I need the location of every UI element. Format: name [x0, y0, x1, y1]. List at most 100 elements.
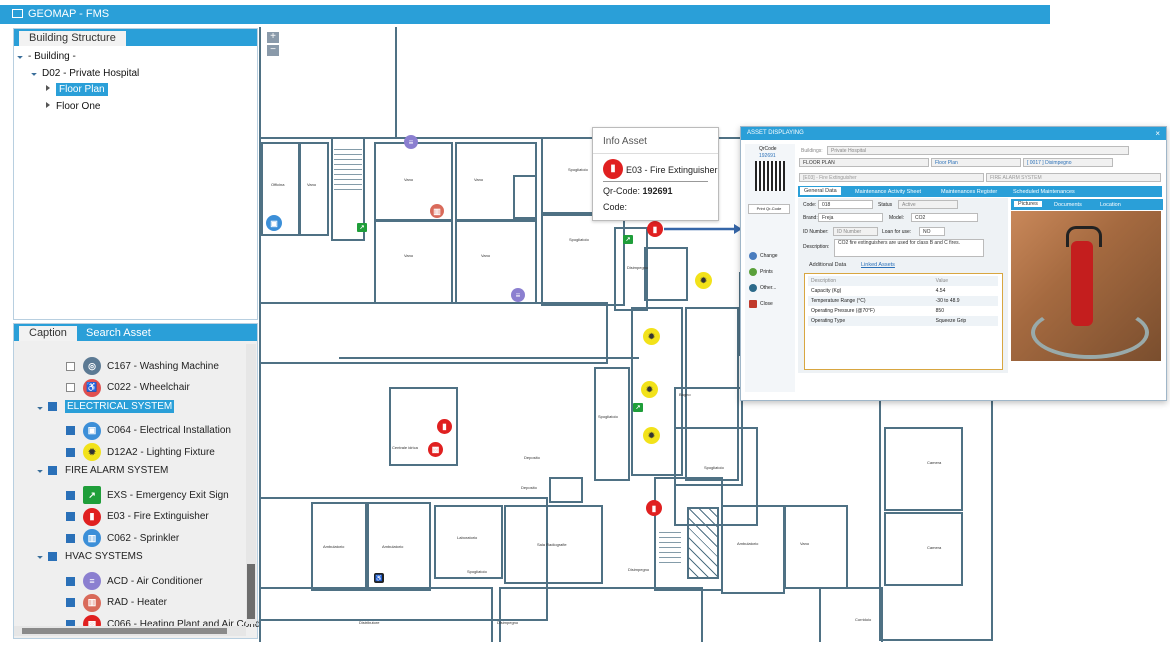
- group-checkbox[interactable]: [48, 402, 57, 411]
- caption-group[interactable]: HVAC SYSTEMS: [37, 551, 143, 562]
- item-checkbox[interactable]: [66, 598, 75, 607]
- caption-group[interactable]: FIRE ALARM SYSTEM: [37, 465, 168, 476]
- tab-location[interactable]: Location: [1100, 202, 1121, 208]
- zoom-in-button[interactable]: +: [267, 32, 279, 43]
- asset-photo[interactable]: [1011, 211, 1161, 361]
- tab-building-structure[interactable]: Building Structure: [19, 31, 126, 46]
- item-checkbox[interactable]: [66, 533, 75, 543]
- caption-item[interactable]: ✹D12A2 - Lighting Fixture: [66, 443, 215, 461]
- caption-item[interactable]: ◎C167 - Washing Machine: [66, 357, 219, 375]
- item-checkbox[interactable]: [66, 576, 75, 586]
- exit-sign-marker[interactable]: ↗: [623, 235, 633, 244]
- change-icon: [749, 252, 757, 260]
- tab-general-data[interactable]: General Data: [800, 187, 841, 195]
- tab-documents[interactable]: Documents: [1054, 202, 1082, 208]
- light-bulb-marker[interactable]: ✹: [695, 272, 712, 289]
- close-button[interactable]: Close: [749, 300, 773, 308]
- caption-item-label: ACD - Air Conditioner: [107, 575, 203, 587]
- group-checkbox[interactable]: [48, 551, 57, 561]
- fire-extinguisher-marker-selected[interactable]: ▮: [647, 221, 663, 237]
- item-checkbox[interactable]: [66, 361, 75, 371]
- tree-node-floor-one[interactable]: Floor One: [46, 101, 100, 112]
- tree-node-floor-plan[interactable]: Floor Plan: [46, 83, 108, 96]
- caption-group[interactable]: ELECTRICAL SYSTEM: [37, 400, 175, 413]
- caption-item[interactable]: ▥C062 - Sprinkler: [66, 529, 179, 547]
- brand-field[interactable]: Freja: [818, 213, 883, 222]
- vertical-scrollbar[interactable]: [246, 344, 256, 624]
- model-label: Model:: [889, 215, 905, 221]
- change-button[interactable]: Change: [749, 252, 778, 260]
- tab-additional-data[interactable]: Additional Data: [809, 262, 847, 268]
- structure-tabstrip: Building Structure: [14, 29, 257, 46]
- prints-button[interactable]: Prints: [749, 268, 773, 276]
- floor-plan-map[interactable]: + − Officina Vano Vano Vano Vano Vano Sp…: [259, 27, 1050, 642]
- loan-label: Loan for use:: [882, 229, 912, 235]
- tree-node-private-hospital[interactable]: D02 - Private Hospital: [31, 68, 139, 79]
- light-bulb-marker[interactable]: ✹: [643, 427, 660, 444]
- close-icon[interactable]: ×: [1155, 129, 1160, 138]
- zoom-out-button[interactable]: −: [267, 45, 279, 56]
- group-checkbox[interactable]: [48, 465, 57, 475]
- fire-extinguisher-marker[interactable]: ▮: [437, 419, 452, 434]
- heater-marker[interactable]: ▥: [430, 204, 444, 218]
- status-select[interactable]: Active: [898, 200, 958, 209]
- info-popup-title: Info Asset: [603, 136, 647, 147]
- fire-extinguisher-icon: ▮: [83, 507, 101, 526]
- wheelchair-marker[interactable]: ♿: [374, 573, 384, 583]
- caption-group-label: ELECTRICAL SYSTEM: [65, 400, 175, 413]
- other-button[interactable]: Other...: [749, 284, 776, 292]
- loan-field[interactable]: NO: [919, 227, 945, 236]
- air-conditioner-marker[interactable]: ≡: [511, 288, 525, 302]
- tab-scheduled-maintenances[interactable]: Scheduled Maintenances: [1013, 189, 1075, 195]
- exit-sign-marker[interactable]: ↗: [633, 403, 643, 412]
- exit-sign-marker[interactable]: ↗: [357, 223, 367, 232]
- floor-plan-select[interactable]: FLOOR PLAN: [799, 158, 929, 167]
- tab-caption[interactable]: Caption: [19, 326, 77, 341]
- caption-item[interactable]: ↗EXS - Emergency Exit Sign: [66, 486, 229, 504]
- light-bulb-marker[interactable]: ✹: [641, 381, 658, 398]
- caption-item[interactable]: ♿C022 - Wheelchair: [66, 378, 190, 397]
- scrollbar-thumb[interactable]: [247, 564, 255, 619]
- item-checkbox[interactable]: [66, 383, 75, 392]
- asset-window-titlebar: ASSET DISPLAYING ×: [741, 127, 1166, 140]
- item-checkbox[interactable]: [66, 426, 75, 435]
- tab-linked-assets[interactable]: Linked Assets: [861, 262, 895, 268]
- heater-icon: ▥: [83, 593, 101, 612]
- tab-pictures[interactable]: Pictures: [1014, 201, 1042, 207]
- system-select[interactable]: FIRE ALARM SYSTEM: [986, 173, 1161, 182]
- h-scrollbar-thumb[interactable]: [22, 628, 227, 634]
- light-bulb-marker[interactable]: ✹: [643, 328, 660, 345]
- caption-item-label: C022 - Wheelchair: [107, 382, 190, 393]
- horizontal-scrollbar[interactable]: [14, 626, 246, 636]
- tree-node-building[interactable]: - Building -: [17, 51, 76, 62]
- print-qr-code-button[interactable]: Print Qr-Code: [748, 204, 790, 214]
- item-checkbox[interactable]: [66, 490, 75, 500]
- buildings-select[interactable]: Private Hospital: [827, 146, 1129, 155]
- tab-maintenance-activity-sheet[interactable]: Maintenance Activity Sheet: [855, 189, 922, 195]
- item-checkbox[interactable]: [66, 512, 75, 521]
- expanded-icon: [37, 467, 43, 473]
- tab-search-asset[interactable]: Search Asset: [86, 327, 151, 339]
- description-field[interactable]: CO2 fire extinguishers are used for clas…: [834, 239, 984, 257]
- floor-select[interactable]: Floor Plan: [931, 158, 1021, 167]
- asset-type-select[interactable]: [E03] - Fire Extinguisher: [799, 173, 984, 182]
- item-checkbox[interactable]: [66, 447, 75, 457]
- room-select[interactable]: [ 0017 ] Disimpegno: [1023, 158, 1113, 167]
- caption-tabstrip: Caption Search Asset: [14, 324, 257, 341]
- caption-item[interactable]: ≡ACD - Air Conditioner: [66, 572, 203, 590]
- fire-extinguisher-marker[interactable]: ▮: [646, 500, 662, 516]
- code-field[interactable]: 018: [818, 200, 873, 209]
- heating-plant-marker[interactable]: ▩: [428, 442, 443, 457]
- caption-item[interactable]: ▥RAD - Heater: [66, 593, 167, 612]
- model-field[interactable]: CO2: [911, 213, 978, 222]
- id-number-field[interactable]: ID Number: [833, 227, 878, 236]
- caption-item[interactable]: ▮E03 - Fire Extinguisher: [66, 507, 209, 526]
- electrical-installation-marker[interactable]: ▣: [266, 215, 282, 231]
- tab-maintenances-register[interactable]: Maintenances Register: [941, 189, 998, 195]
- info-asset-popup: Info Asset ▮ E03 - Fire Extinguisher Qr-…: [592, 127, 719, 221]
- caption-item[interactable]: ▣C064 - Electrical Installation: [66, 421, 231, 440]
- air-conditioner-marker[interactable]: ≡: [404, 135, 418, 149]
